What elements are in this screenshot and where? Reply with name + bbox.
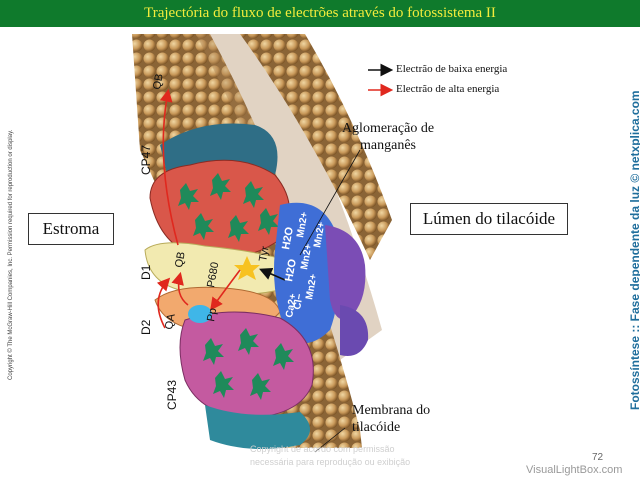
manganese-callout-line2: manganês xyxy=(328,137,448,154)
membrane-callout-line2: tilacóide xyxy=(352,419,442,436)
watermark-brand: VisualLightBox.com xyxy=(526,464,622,476)
label-qa: QA xyxy=(163,312,178,330)
cp43-domain xyxy=(180,312,313,418)
label-cp47: CP47 xyxy=(139,145,153,175)
watermark-line1: Copyright de acordo com permissão xyxy=(250,444,395,454)
membrane-callout: Membrana do tilacóide xyxy=(352,402,442,436)
legend-low-label: Electrão de baixa energia xyxy=(396,63,507,75)
label-pp: Pp xyxy=(205,307,219,322)
side-caption: Fotossíntese :: Fase dependente da luz ©… xyxy=(628,90,640,410)
stroma-label: Estroma xyxy=(28,213,114,245)
manganese-callout-line1: Aglomeração de xyxy=(328,120,448,137)
page-number: 72 xyxy=(592,452,603,463)
label-d1: D1 xyxy=(139,264,153,280)
manganese-callout: Aglomeração de manganês xyxy=(328,120,448,154)
label-cp43: CP43 xyxy=(165,380,179,410)
copyright-text: Copyright © The McGraw-Hill Companies, I… xyxy=(7,129,14,380)
lumen-label: Lúmen do tilacóide xyxy=(410,203,568,235)
label-d2: D2 xyxy=(139,319,153,335)
membrane-callout-line1: Membrana do xyxy=(352,402,442,419)
legend-high-label: Electrão de alta energia xyxy=(396,83,499,95)
watermark-line2: necessária para reprodução ou exibição xyxy=(250,457,410,467)
